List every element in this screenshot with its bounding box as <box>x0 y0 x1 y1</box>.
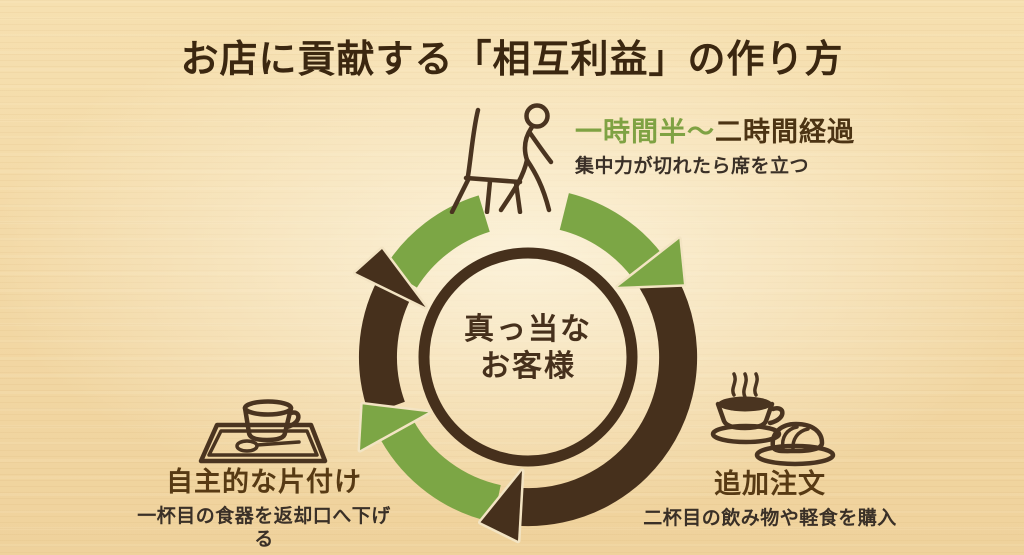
step-time-heading: 一時間半〜二時間経過 <box>575 117 855 148</box>
cycle-arc-right-brown <box>516 260 698 527</box>
center-label-line1: 真っ当な <box>464 313 592 346</box>
cycle-arc-left-brown <box>359 280 412 415</box>
step-time-heading-highlight: 一時間半〜 <box>575 117 715 147</box>
cycle-arc-top-right-green <box>559 193 663 279</box>
tray-cup-spoon-icon <box>198 399 328 464</box>
cycle-arc-top-left-green <box>384 195 491 289</box>
cycle-arrowhead-bottomleft-green <box>357 401 431 453</box>
cycle-center-label: 真っ当な お客様 <box>428 311 628 385</box>
step-cleanup-heading: 自主的な片付け <box>166 467 362 497</box>
center-circle-ring <box>418 247 638 467</box>
person-leaving-chair-icon <box>449 103 554 214</box>
page-title: お店に貢献する「相互利益」の作り方 <box>180 39 844 81</box>
cycle-arrowhead-top-green <box>615 236 687 290</box>
cycle-arc-bottom-left-green <box>380 420 502 523</box>
step-time-passed: 一時間半〜二時間経過 集中力が切れたら席を立つ <box>575 117 855 178</box>
step-time-description: 集中力が切れたら席を立つ <box>575 156 810 177</box>
cycle-arrowhead-bottom-brown <box>478 468 525 544</box>
step-order-heading: 追加注文 <box>714 469 826 499</box>
step-order-description: 二杯目の飲み物や軽食を購入 <box>643 508 897 529</box>
step-cleanup-description: 一杯目の食器を返却口へ下げる <box>137 506 391 550</box>
cycle-arrowhead-left-brown <box>352 246 428 310</box>
step-voluntary-cleanup: 自主的な片付け 一杯目の食器を返却口へ下げる <box>129 467 399 551</box>
center-label-line2: お客様 <box>480 350 576 383</box>
coffee-and-pastry-icon <box>710 372 836 467</box>
step-time-heading-rest: 二時間経過 <box>715 117 855 147</box>
step-additional-order: 追加注文 二杯目の飲み物や軽食を購入 <box>640 469 900 530</box>
